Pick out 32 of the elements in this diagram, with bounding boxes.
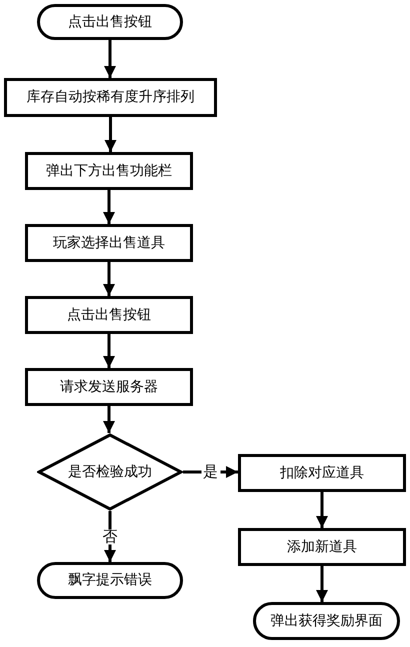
node-text: 添加新道具 [287,538,357,556]
arrow [104,40,116,78]
process-box [25,296,193,334]
edge-label: 是 [201,464,220,480]
process-box [4,78,217,117]
node-text: 弹出下方出售功能栏 [46,162,172,180]
arrow [103,190,115,224]
node-text: 玩家选择出售道具 [53,234,165,252]
terminal-pill [253,602,400,640]
arrow [103,406,115,433]
node-text: 点击出售按钮 [67,306,151,324]
node-text: 飘字提示错误 [68,571,152,590]
terminal-pill [37,4,183,40]
process-box [25,224,193,262]
edge-label: 否 [100,529,120,544]
process-box [238,528,406,566]
node-text: 弹出获得奖励界面 [270,612,382,630]
process-box [238,454,406,492]
process-box [25,152,193,190]
node-text: 点击出售按钮 [68,12,152,32]
node-text: 扣除对应道具 [280,464,364,482]
node-text: 请求发送服务器 [60,378,158,396]
arrow [103,334,115,368]
decision-diamond [37,433,183,511]
node-text: 库存自动按稀有度升序排列 [26,88,194,107]
arrow [104,117,116,152]
arrow [316,492,328,528]
arrow [103,262,115,296]
node-text: 是否检验成功 [68,462,152,482]
arrow [316,566,328,602]
terminal-pill [37,562,183,599]
process-box [25,368,193,406]
